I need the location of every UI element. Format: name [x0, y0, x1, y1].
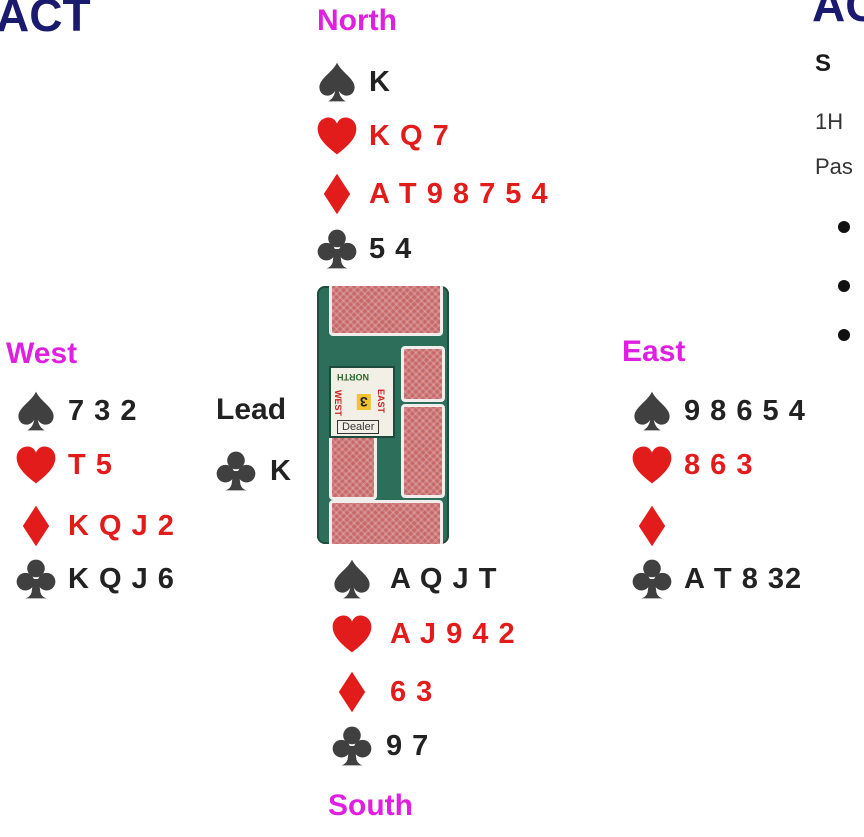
north-spades: K [369, 65, 391, 98]
club-icon [313, 225, 361, 273]
north-diamonds: A T 9 8 7 5 4 [369, 177, 549, 210]
club-icon [628, 555, 676, 603]
east-card-backs [401, 404, 445, 498]
heart-icon [12, 441, 60, 489]
diamond-icon [628, 502, 676, 550]
east-clubs-row: A T 8 32 [628, 555, 802, 603]
bullet [838, 329, 850, 341]
north-hearts-row: K Q 7 [313, 112, 450, 160]
spade-icon [628, 387, 676, 435]
heart-icon [328, 610, 376, 658]
left-title: ACT [0, 0, 91, 41]
side-panel-line2: Pas [815, 154, 853, 179]
east-hearts-row: 8 6 3 [628, 441, 754, 489]
heart-icon [628, 441, 676, 489]
bullet [838, 280, 850, 292]
board-dealer: Dealer [337, 420, 380, 434]
right-title: AC [812, 0, 864, 31]
club-icon [212, 447, 260, 495]
south-hearts-row: A J 9 4 2 [328, 610, 516, 658]
board-west-label: WEST [333, 390, 343, 416]
lead-label: Lead [216, 393, 287, 426]
north-clubs-row: 5 4 [313, 225, 412, 273]
east-spades: 9 8 6 5 4 [684, 394, 806, 427]
west-hearts-row: T 5 [12, 441, 113, 489]
club-icon [12, 555, 60, 603]
heart-icon [313, 112, 361, 160]
east-clubs: A T 8 32 [684, 562, 803, 595]
board-north-label: NORTH [337, 372, 369, 382]
south-label: South [328, 789, 413, 822]
board-label: NORTH WEST EAST 3 Dealer [329, 366, 395, 438]
west-clubs: K Q J 6 [68, 562, 175, 595]
bridge-board: NORTH WEST EAST 3 Dealer [317, 286, 449, 544]
north-label: North [317, 4, 397, 37]
west-label: West [6, 337, 78, 370]
south-diamonds-row: 6 3 [328, 668, 433, 716]
north-hearts: K Q 7 [369, 119, 450, 152]
east-hearts: 8 6 3 [684, 448, 754, 481]
board-east-label: EAST [376, 388, 387, 414]
south-spades-row: A Q J T [328, 555, 497, 603]
diamond-icon [328, 668, 376, 716]
east-spades-row: 9 8 6 5 4 [628, 387, 806, 435]
spade-icon [328, 555, 376, 603]
north-clubs: 5 4 [369, 232, 413, 265]
west-hearts: T 5 [68, 448, 113, 481]
spade-icon [313, 58, 361, 106]
lead-card: K [270, 454, 292, 487]
south-hearts: A J 9 4 2 [390, 617, 516, 650]
bullet [838, 221, 850, 233]
side-panel-line1: 1H [815, 109, 844, 134]
east-diamonds-row [628, 502, 684, 550]
south-diamonds: 6 3 [390, 675, 434, 708]
north-spades-row: K [313, 58, 391, 106]
south-spades: A Q J T [390, 562, 498, 595]
east-card-backs-upper [401, 346, 445, 402]
diamond-icon [12, 502, 60, 550]
south-card-backs [329, 500, 443, 544]
west-spades-row: 7 3 2 [12, 387, 138, 435]
diamond-icon [313, 170, 361, 218]
west-diamonds: K Q J 2 [68, 509, 175, 542]
west-clubs-row: K Q J 6 [12, 555, 175, 603]
west-diamonds-row: K Q J 2 [12, 502, 175, 550]
club-icon [328, 722, 376, 770]
board-number: 3 [357, 394, 371, 410]
north-diamonds-row: A T 9 8 7 5 4 [313, 170, 549, 218]
north-card-backs [329, 286, 443, 336]
east-label: East [622, 335, 686, 368]
side-panel-header: S [815, 50, 832, 77]
west-spades: 7 3 2 [68, 394, 138, 427]
south-clubs: 9 7 [386, 729, 430, 762]
spade-icon [12, 387, 60, 435]
south-clubs-row: 9 7 [328, 722, 429, 770]
lead-card-row: K [212, 447, 292, 495]
